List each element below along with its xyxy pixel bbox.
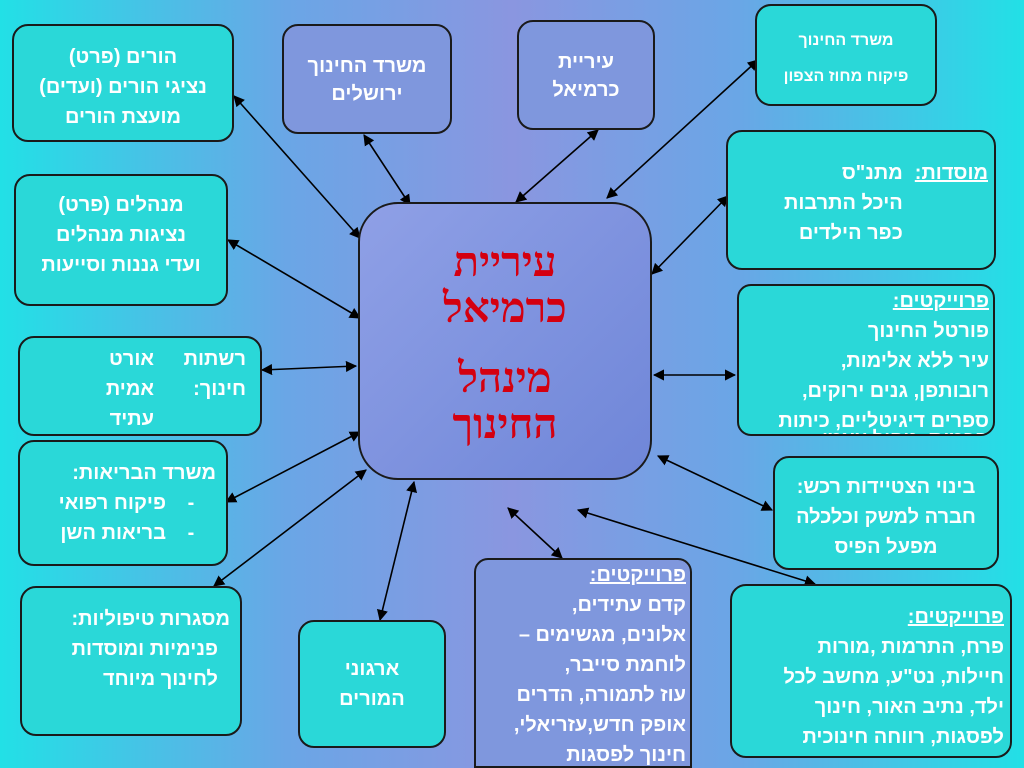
projects-bottom-right-label: פרוייקטים: [907,606,1004,628]
therapy-line2: פנימיות ומוסדות [71,638,218,660]
projects-right-line3: רובותפן, גנים ירוקים, [801,380,989,402]
projects-mid-line5: אופק חדש,עזריאלי, [513,714,686,736]
projects-right-label: פרוייקטים: [892,290,989,312]
node-ministry-jerusalem: משרד החינוך ירושלים [282,24,452,134]
municipality-line2: כרמיאל [552,79,620,101]
purchasing-line2: חברה למשק וכלכלה [796,506,976,528]
projects-bottom-right-line4: לפסגות, רווחה חינוכית [802,726,1004,748]
networks-line3-b: עתיד [109,408,154,430]
center-line3: מינהל [458,356,552,402]
networks-line2-a: חינוך: [193,378,246,400]
principals-line3: ועדי גננות וסייעות [41,254,201,276]
node-municipality: עיריית כרמיאל [517,20,655,130]
health-line1: משרד הבריאות: [72,462,216,484]
projects-mid-line6: חינוך לפסגות [566,744,686,766]
node-ministry-north: משרד החינוך פיקוח מחוז הצפון [755,4,937,106]
parents-line2: נציגי הורים (ועדים) [39,76,207,98]
projects-mid-line1: קדם עתידים, [571,594,686,616]
ministry-jerusalem-line1: משרד החינוך [307,55,427,77]
teachers-orgs-line1: ארגוני [344,658,400,680]
therapy-line3: לחינוך מיוחד [102,668,218,690]
arrow-networks [260,360,358,376]
ministry-jerusalem-line2: ירושלים [331,83,403,105]
projects-right-line5: חכמות, ניהול עצמי [739,424,989,434]
projects-bottom-right-line2: חיילות, נט"ע, מחשב לכל [783,666,1004,688]
node-institutions: מוסדות: מתנ"ס היכל התרבות כפר הילדים [726,130,996,270]
arrow-teachers [376,480,418,622]
principals-line1: מנהלים (פרט) [58,194,184,216]
node-purchasing: בינוי הצטיידות רכש: חברה למשק וכלכלה מפע… [773,456,999,570]
ministry-north-line1: משרד החינוך [798,32,894,49]
therapy-line1: מסגרות טיפוליות: [71,608,230,630]
projects-right-line1: פורטל החינוך [867,320,989,342]
projects-mid-line3: לוחמת סייבר, [564,654,686,676]
projects-mid-label: פרוייקטים: [589,564,686,586]
ministry-north-line2: פיקוח מחוז הצפון [783,68,909,85]
arrow-projects-mid [507,507,563,559]
node-parents: הורים (פרט) נציגי הורים (ועדים) מועצת הו… [12,24,234,142]
arrow-health [225,431,361,503]
node-health: משרד הבריאות: - פיקוח רפואי - בריאות השן [18,440,228,566]
health-bullet-2: - [187,522,195,544]
arrow-institutions [651,195,729,275]
institutions-label: מוסדות: [914,162,988,184]
institutions-line1: מתנ"ס [841,162,903,184]
arrow-therapy [213,469,367,587]
arrow-municipality [515,129,599,203]
center-line4: החינוך [452,402,558,448]
projects-bottom-right-line3: ילד, נתיב האור, חינוך [814,696,1004,718]
parents-line1: הורים (פרט) [68,46,178,68]
networks-line1-b: אורט [109,348,154,370]
arrow-excellence [656,455,774,511]
institutions-line3: כפר הילדים [798,222,903,244]
node-teachers-orgs: ארגוני המורים [298,620,446,748]
health-line3: בריאות השן [60,522,166,544]
arrow-principals [227,239,361,319]
teachers-orgs-line2: המורים [339,688,405,710]
central-node: עיריית כרמיאל מינהל החינוך [358,202,652,480]
networks-line2-b: אמית [105,378,154,400]
center-line2: כרמיאל [443,286,567,332]
node-principals: מנהלים (פרט) נציגות מנהלים ועדי גננות וס… [14,174,228,306]
node-projects-right: פרוייקטים: פורטל החינוך עיר ללא אלימות, … [737,284,995,436]
center-line1: עיריית [453,240,557,286]
projects-right-line4: ספרים דיגיטליים, כיתות [778,410,989,432]
node-projects-bottom-right: פרוייקטים: פרח, התרמות ,מורות חיילות, נט… [730,584,1012,758]
projects-mid-line2: אלונים, מגשימים – [518,624,686,646]
projects-bottom-right-line1: פרח, התרמות ,מורות [817,636,1004,658]
projects-right-line2: עיר ללא אלימות, [840,350,989,372]
node-projects-middle: פרוייקטים: קדם עתידים, אלונים, מגשימים –… [474,558,692,768]
node-networks: רשתות אורט חינוך: אמית עתיד [18,336,262,436]
institutions-line2: היכל התרבות [783,192,903,214]
health-bullet-1: - [187,492,195,514]
arrow-ministry-jerusalem [363,134,411,206]
networks-line1-a: רשתות [183,348,246,370]
municipality-line1: עיריית [558,51,614,73]
purchasing-line3: מפעל הפיס [834,536,938,558]
projects-mid-line4: עוז לתמורה, הדרים [516,684,686,706]
principals-line2: נציגות מנהלים [55,224,187,246]
health-line2: פיקוח רפואי [58,492,166,514]
parents-line3: מועצת הורים [64,106,182,128]
purchasing-line1: בינוי הצטיידות רכש: [796,476,976,498]
node-therapy: מסגרות טיפוליות: פנימיות ומוסדות לחינוך … [20,586,242,736]
